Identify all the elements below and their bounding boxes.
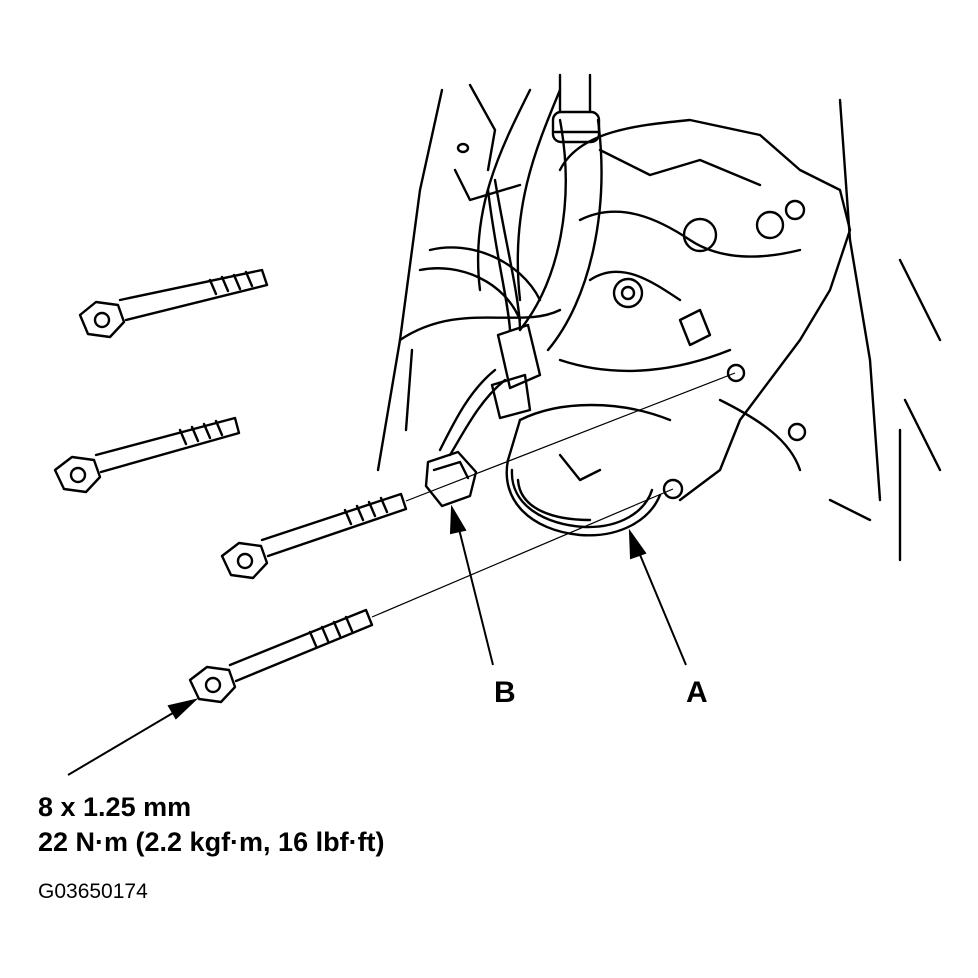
- arrow-b: [449, 504, 494, 666]
- mounting-bolt-2: [53, 416, 241, 494]
- arrow-a: [628, 528, 687, 666]
- refrigerant-hoses: [418, 73, 603, 352]
- clutch-connector: [424, 178, 542, 508]
- mounting-bolt-4: [188, 608, 374, 704]
- arrow-bolt: [67, 698, 199, 776]
- figure-id: G03650174: [38, 880, 148, 903]
- clutch-pulley: [505, 403, 672, 537]
- mounting-bolt-3: [220, 492, 408, 580]
- callout-a-label: A: [686, 676, 708, 709]
- alignment-lines: [371, 372, 736, 618]
- callout-b-label: B: [494, 676, 516, 709]
- engine-block: [376, 83, 942, 562]
- compressor-body: [558, 118, 852, 502]
- mounting-bolt-1: [78, 268, 269, 339]
- torque-spec: 22 N·m (2.2 kgf·m, 16 lbf·ft): [38, 827, 385, 857]
- bolt-size-spec: 8 x 1.25 mm: [38, 792, 192, 822]
